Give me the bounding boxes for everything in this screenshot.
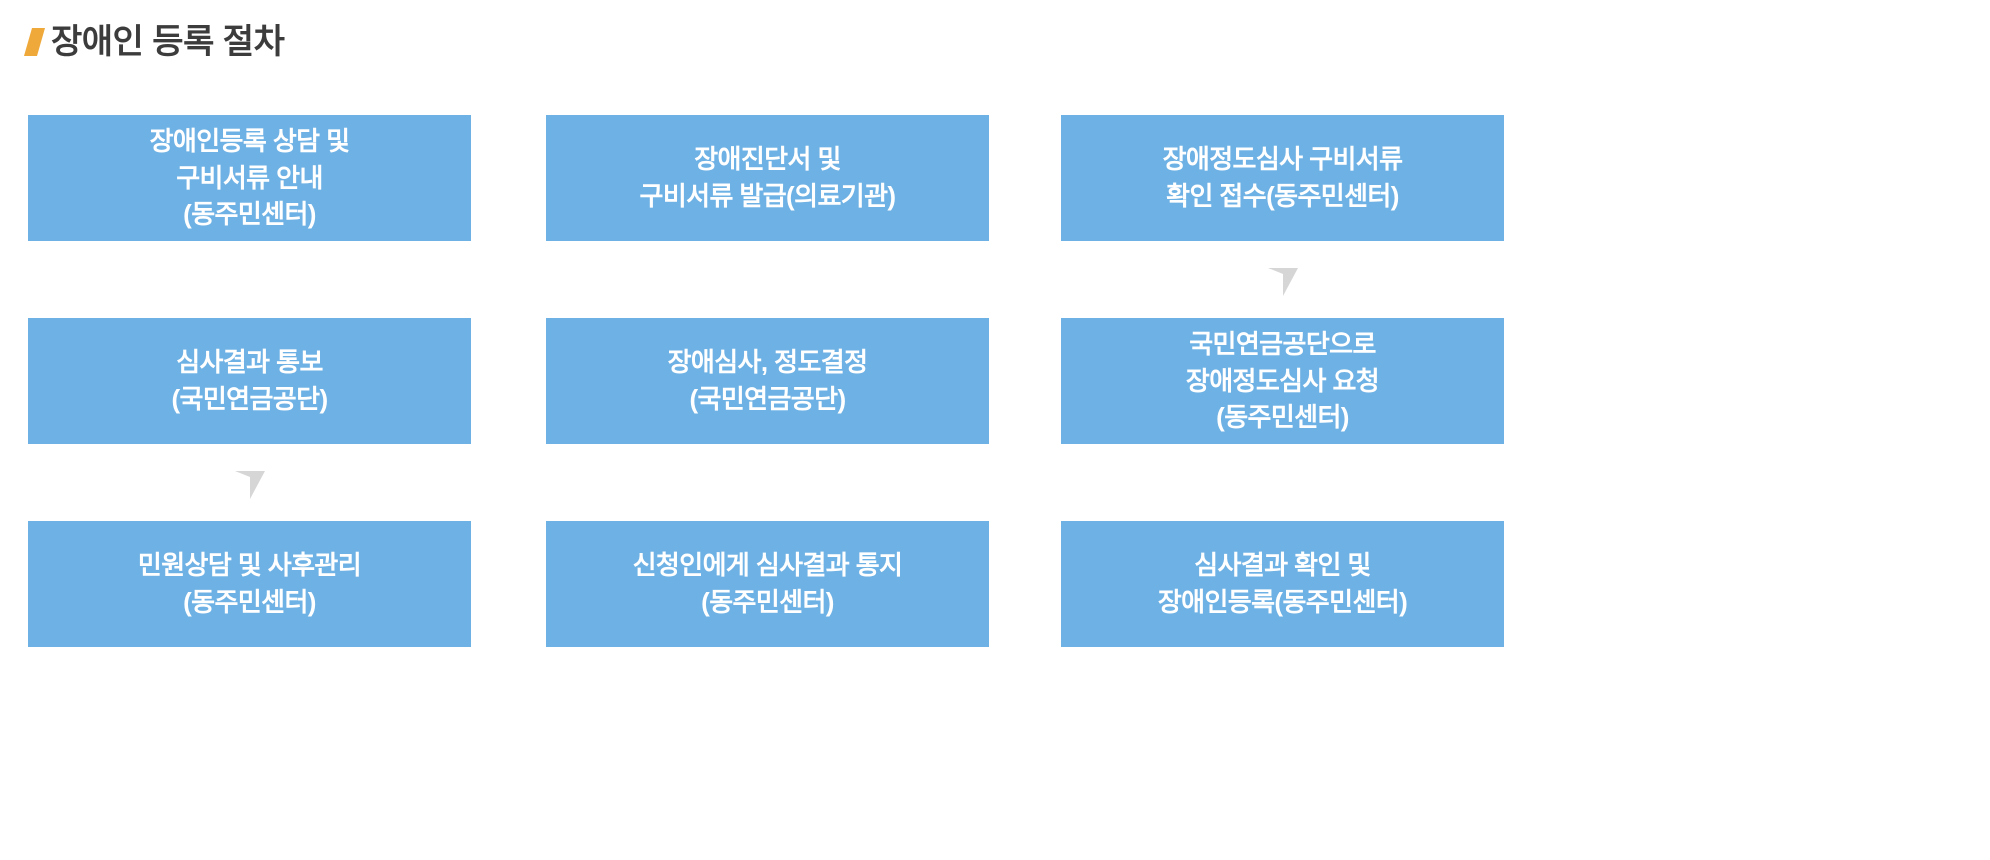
flow-node-label: 심사결과 확인 및 장애인등록(동주민센터)	[1157, 550, 1408, 617]
arrow-down-icon	[222, 455, 278, 511]
flow-node-label: 장애인등록 상담 및 구비서류 안내 (동주민센터)	[149, 125, 350, 230]
flow-node-step-9[interactable]: 심사결과 확인 및 장애인등록(동주민센터)	[1061, 521, 1504, 647]
flow-node-label: 심사결과 통보 (국민연금공단)	[171, 347, 328, 414]
flow-node-label: 장애심사, 정도결정 (국민연금공단)	[667, 347, 868, 414]
flow-node-label: 장애정도심사 구비서류 확인 접수(동주민센터)	[1162, 144, 1403, 211]
flow-node-step-1[interactable]: 장애인등록 상담 및 구비서류 안내 (동주민센터)	[28, 115, 471, 241]
flow-node-label: 국민연금공단으로 장애정도심사 요청 (동주민센터)	[1185, 328, 1380, 433]
flow-node-step-3[interactable]: 장애정도심사 구비서류 확인 접수(동주민센터)	[1061, 115, 1504, 241]
flow-node-step-6[interactable]: 심사결과 통보 (국민연금공단)	[28, 318, 471, 444]
flow-node-label: 신청인에게 심사결과 통지 (동주민센터)	[632, 550, 903, 617]
flow-node-step-5[interactable]: 장애심사, 정도결정 (국민연금공단)	[546, 318, 989, 444]
flow-node-label: 장애진단서 및 구비서류 발급(의료기관)	[639, 144, 897, 211]
arrow-down-icon	[1255, 252, 1311, 308]
flow-node-step-2[interactable]: 장애진단서 및 구비서류 발급(의료기관)	[546, 115, 989, 241]
flow-node-label: 민원상담 및 사후관리 (동주민센터)	[137, 550, 362, 617]
flow-node-step-4[interactable]: 국민연금공단으로 장애정도심사 요청 (동주민센터)	[1061, 318, 1504, 444]
page-title-text: 장애인 등록 절차	[51, 23, 285, 61]
page-title: 장애인 등록 절차	[23, 18, 285, 66]
flow-node-step-8[interactable]: 신청인에게 심사결과 통지 (동주민센터)	[546, 521, 989, 647]
flow-node-step-7[interactable]: 민원상담 및 사후관리 (동주민센터)	[28, 521, 471, 647]
